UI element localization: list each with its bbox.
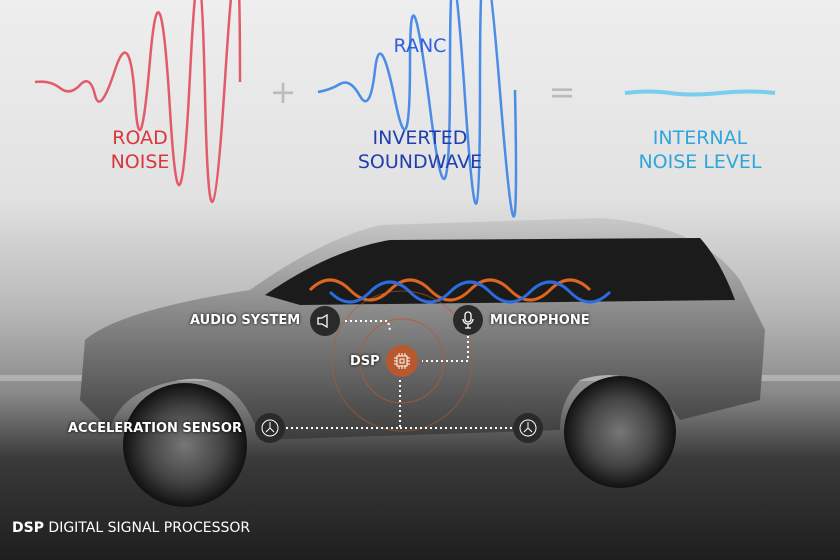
microphone-label: MICROPHONE: [490, 313, 590, 328]
chip-icon: [386, 345, 418, 377]
speaker-icon: [310, 306, 340, 336]
inverted-soundwave-label: INVERTED SOUNDWAVE: [330, 126, 510, 174]
audio-system-label: AUDIO SYSTEM: [190, 313, 301, 328]
cabin-soundwaves: [308, 278, 612, 304]
road-noise-line1: ROAD: [112, 127, 168, 149]
internal-noise-label: INTERNAL NOISE LEVEL: [610, 126, 790, 174]
road-noise-label: ROAD NOISE: [60, 126, 220, 174]
dsp-label: DSP: [350, 354, 380, 369]
road-noise-line2: NOISE: [110, 151, 170, 173]
internal-line2: NOISE LEVEL: [638, 151, 762, 173]
ranc-label: RANC: [393, 35, 447, 57]
car-window: [265, 238, 735, 305]
footer-abbr: DSP: [12, 520, 44, 536]
footer-legend: DSP DIGITAL SIGNAL PROCESSOR: [12, 520, 250, 536]
inverted-line1: INVERTED: [372, 127, 468, 149]
footer-full: DIGITAL SIGNAL PROCESSOR: [48, 520, 251, 536]
road-noise-wave: [34, 0, 242, 203]
accelerometer-icon: [513, 413, 543, 443]
equals-sign: =: [548, 73, 576, 111]
microphone-icon: [453, 305, 483, 335]
inverted-wave: [317, 0, 518, 218]
signal-paths: [286, 320, 512, 429]
acceleration-sensor-label: ACCELERATION SENSOR: [68, 421, 242, 436]
accelerometer-icon: [255, 413, 285, 443]
inverted-line2: SOUNDWAVE: [357, 151, 483, 173]
internal-wave: [624, 89, 776, 97]
rear-wheel: [564, 376, 676, 488]
plus-sign: +: [269, 73, 297, 111]
front-wheel: [123, 383, 247, 507]
internal-line1: INTERNAL: [652, 127, 748, 149]
